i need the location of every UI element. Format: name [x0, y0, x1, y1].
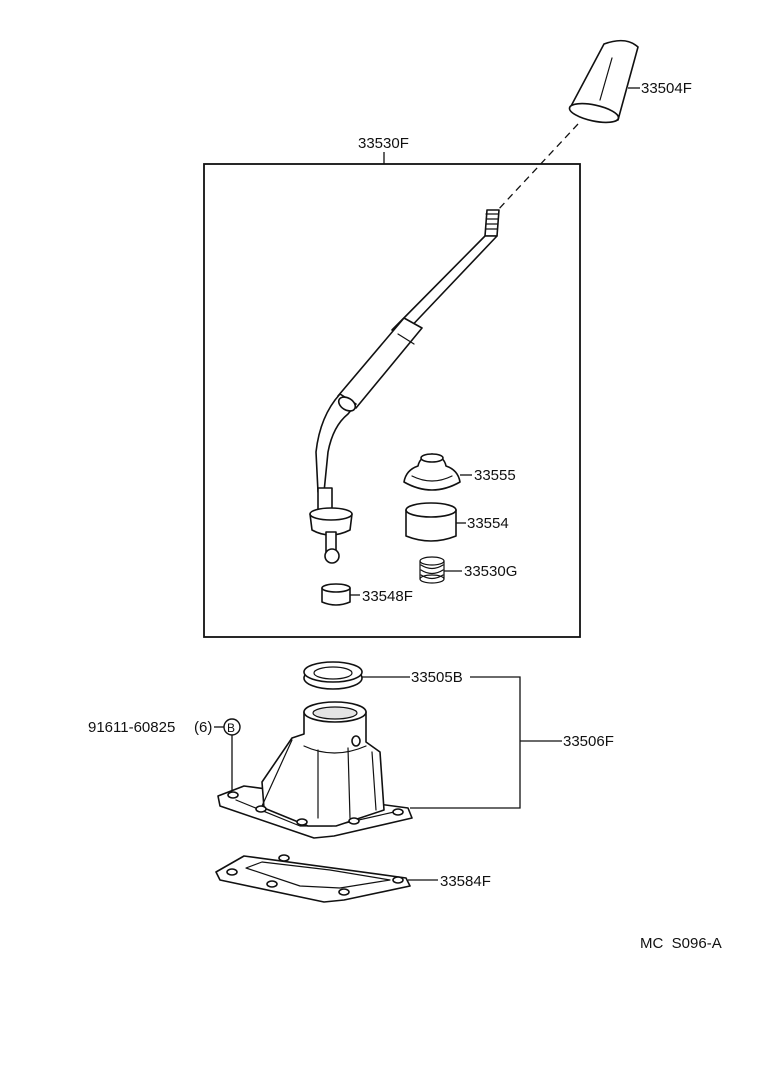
- lever-retainer-housing: [217, 701, 413, 839]
- bolt-symbol: B: [227, 721, 235, 735]
- label-33548F: 33548F: [362, 588, 413, 605]
- shift-lever: [309, 209, 500, 564]
- bolt-symbol-circle: B: [223, 718, 241, 736]
- label-33555: 33555: [474, 467, 516, 484]
- label-bolt-part-number: 91611-60825: [88, 719, 175, 736]
- spring: [419, 556, 445, 584]
- boot: [403, 453, 461, 491]
- bracket-33506F: [410, 676, 521, 809]
- label-33530F: 33530F: [358, 135, 409, 152]
- label-bolt-quantity: (6): [194, 719, 212, 736]
- alignment-line: [495, 123, 579, 213]
- reference-code: MC S096-A: [640, 935, 722, 952]
- seat: [321, 583, 351, 606]
- shift-knob: [568, 39, 639, 124]
- label-33554: 33554: [467, 515, 509, 532]
- label-33584F: 33584F: [440, 873, 491, 890]
- label-33530G: 33530G: [464, 563, 517, 580]
- retainer-seal: [303, 661, 363, 690]
- gasket: [215, 854, 411, 903]
- label-33505B: 33505B: [411, 669, 463, 686]
- assembly-box: [203, 163, 581, 638]
- label-33506F: 33506F: [563, 733, 614, 750]
- label-33504F: 33504F: [641, 80, 692, 97]
- bushing: [405, 502, 457, 542]
